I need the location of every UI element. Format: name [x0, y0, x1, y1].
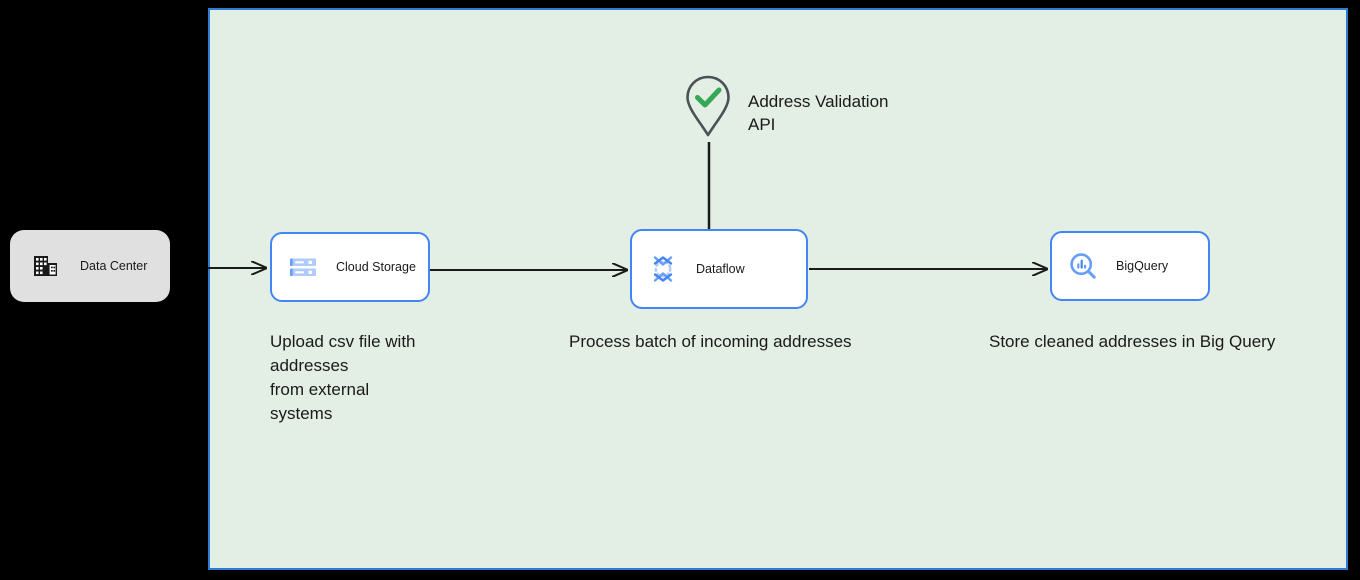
caption-dataflow: Process batch of incoming addresses	[569, 332, 852, 351]
address-validation-api-label: Address Validation API	[748, 92, 889, 134]
node-cloud-storage[interactable]: Cloud Storage	[270, 232, 430, 302]
node-dataflow-label: Dataflow	[696, 262, 745, 276]
node-cloud-storage-label: Cloud Storage	[336, 260, 416, 274]
caption-bigquery: Store cleaned addresses in Big Query	[989, 332, 1276, 351]
node-dataflow[interactable]: Dataflow	[630, 229, 808, 309]
node-data-center-label: Data Center	[80, 259, 148, 273]
node-data-center[interactable]: Data Center	[10, 230, 170, 302]
node-bigquery-label: BigQuery	[1116, 259, 1169, 273]
dataflow-icon	[653, 256, 673, 282]
caption-cloud-storage: Upload csv file with addresses from exte…	[270, 332, 416, 423]
data-center-building-icon	[34, 256, 57, 276]
cloud-storage-icon	[290, 258, 316, 276]
node-bigquery[interactable]: BigQuery	[1050, 231, 1210, 301]
bigquery-icon	[1070, 253, 1096, 279]
map-pin-check-icon	[686, 75, 730, 137]
